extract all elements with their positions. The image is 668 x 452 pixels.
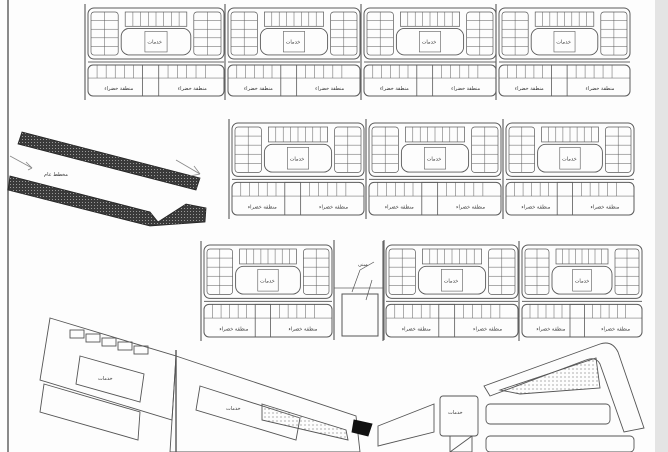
plan-block: خدمات منطقة خضراء منطقة خضراء: [495, 4, 631, 100]
sheet-right-margin: [655, 0, 668, 452]
green-area-label: منطقة خضراء: [521, 204, 550, 210]
plan-block: خدمات منطقة خضراء منطقة خضراء: [365, 119, 502, 219]
services-label: خدمات: [290, 156, 305, 162]
block-layer: خدمات منطقة خضراء منطقة خضراء خدمات منطقة خض…: [84, 4, 643, 341]
overview-caption: مخطط عام: [44, 172, 68, 178]
plan-block: خدمات منطقة خضراء منطقة خضراء: [502, 119, 635, 219]
plan-block: خدمات منطقة خضراء منطقة خضراء: [224, 4, 361, 100]
services-label: خدمات: [260, 278, 275, 284]
plan-block: خدمات منطقة خضراء منطقة خضراء: [360, 4, 497, 100]
services-label: خدمات: [286, 40, 301, 46]
services-label: خدمات: [562, 156, 577, 162]
green-area-label: منطقة خضراء: [451, 86, 480, 92]
green-area-label: منطقة خضراء: [288, 326, 317, 332]
green-area-label: منطقة خضراء: [402, 326, 431, 332]
green-area-label: منطقة خضراء: [585, 86, 614, 92]
green-area-label: منطقة خضراء: [244, 86, 273, 92]
green-area-label: منطقة خضراء: [473, 326, 502, 332]
green-area-label: منطقة خضراء: [319, 204, 348, 210]
plan-block: خدمات منطقة خضراء منطقة خضراء: [200, 241, 333, 341]
bottom-right-services-label: خدمات: [448, 410, 463, 416]
green-area-label: منطقة خضراء: [219, 326, 248, 332]
green-area-label: منطقة خضراء: [590, 204, 619, 210]
services-label: خدمات: [575, 278, 590, 284]
services-label: خدمات: [422, 40, 437, 46]
green-area-label: منطقة خضراء: [315, 86, 344, 92]
green-area-label: منطقة خضراء: [536, 326, 565, 332]
services-label: خدمات: [147, 40, 162, 46]
green-area-label: منطقة خضراء: [248, 204, 277, 210]
plan-block: خدمات منطقة خضراء منطقة خضراء: [518, 241, 643, 341]
bottom-left-services-label: خدمات: [98, 376, 113, 382]
sheet-left-border: [7, 0, 9, 452]
green-area-label: منطقة خضراء: [104, 86, 133, 92]
services-label: خدمات: [427, 156, 442, 162]
green-area-label: منطقة خضراء: [385, 204, 414, 210]
green-area-label: منطقة خضراء: [515, 86, 544, 92]
green-area-label: منطقة خضراء: [601, 326, 630, 332]
plan-block: خدمات منطقة خضراء منطقة خضراء: [84, 4, 225, 100]
plan-block: خدمات منطقة خضراء منطقة خضراء: [228, 119, 365, 219]
overview-strip: مخطط عام: [7, 131, 207, 227]
green-area-label: منطقة خضراء: [456, 204, 485, 210]
building-label: مبنى: [358, 262, 368, 268]
bottom-left-site: [39, 317, 373, 452]
services-label: خدمات: [444, 278, 459, 284]
plan-block: خدمات منطقة خضراء منطقة خضراء: [382, 241, 519, 341]
green-area-label: منطقة خضراء: [380, 86, 409, 92]
bottom-mid-services-label: خدمات: [226, 406, 241, 412]
services-label: خدمات: [556, 40, 571, 46]
bottom-right-site: [377, 342, 645, 452]
building-detail: مبنى: [333, 240, 385, 340]
green-area-label: منطقة خضراء: [178, 86, 207, 92]
